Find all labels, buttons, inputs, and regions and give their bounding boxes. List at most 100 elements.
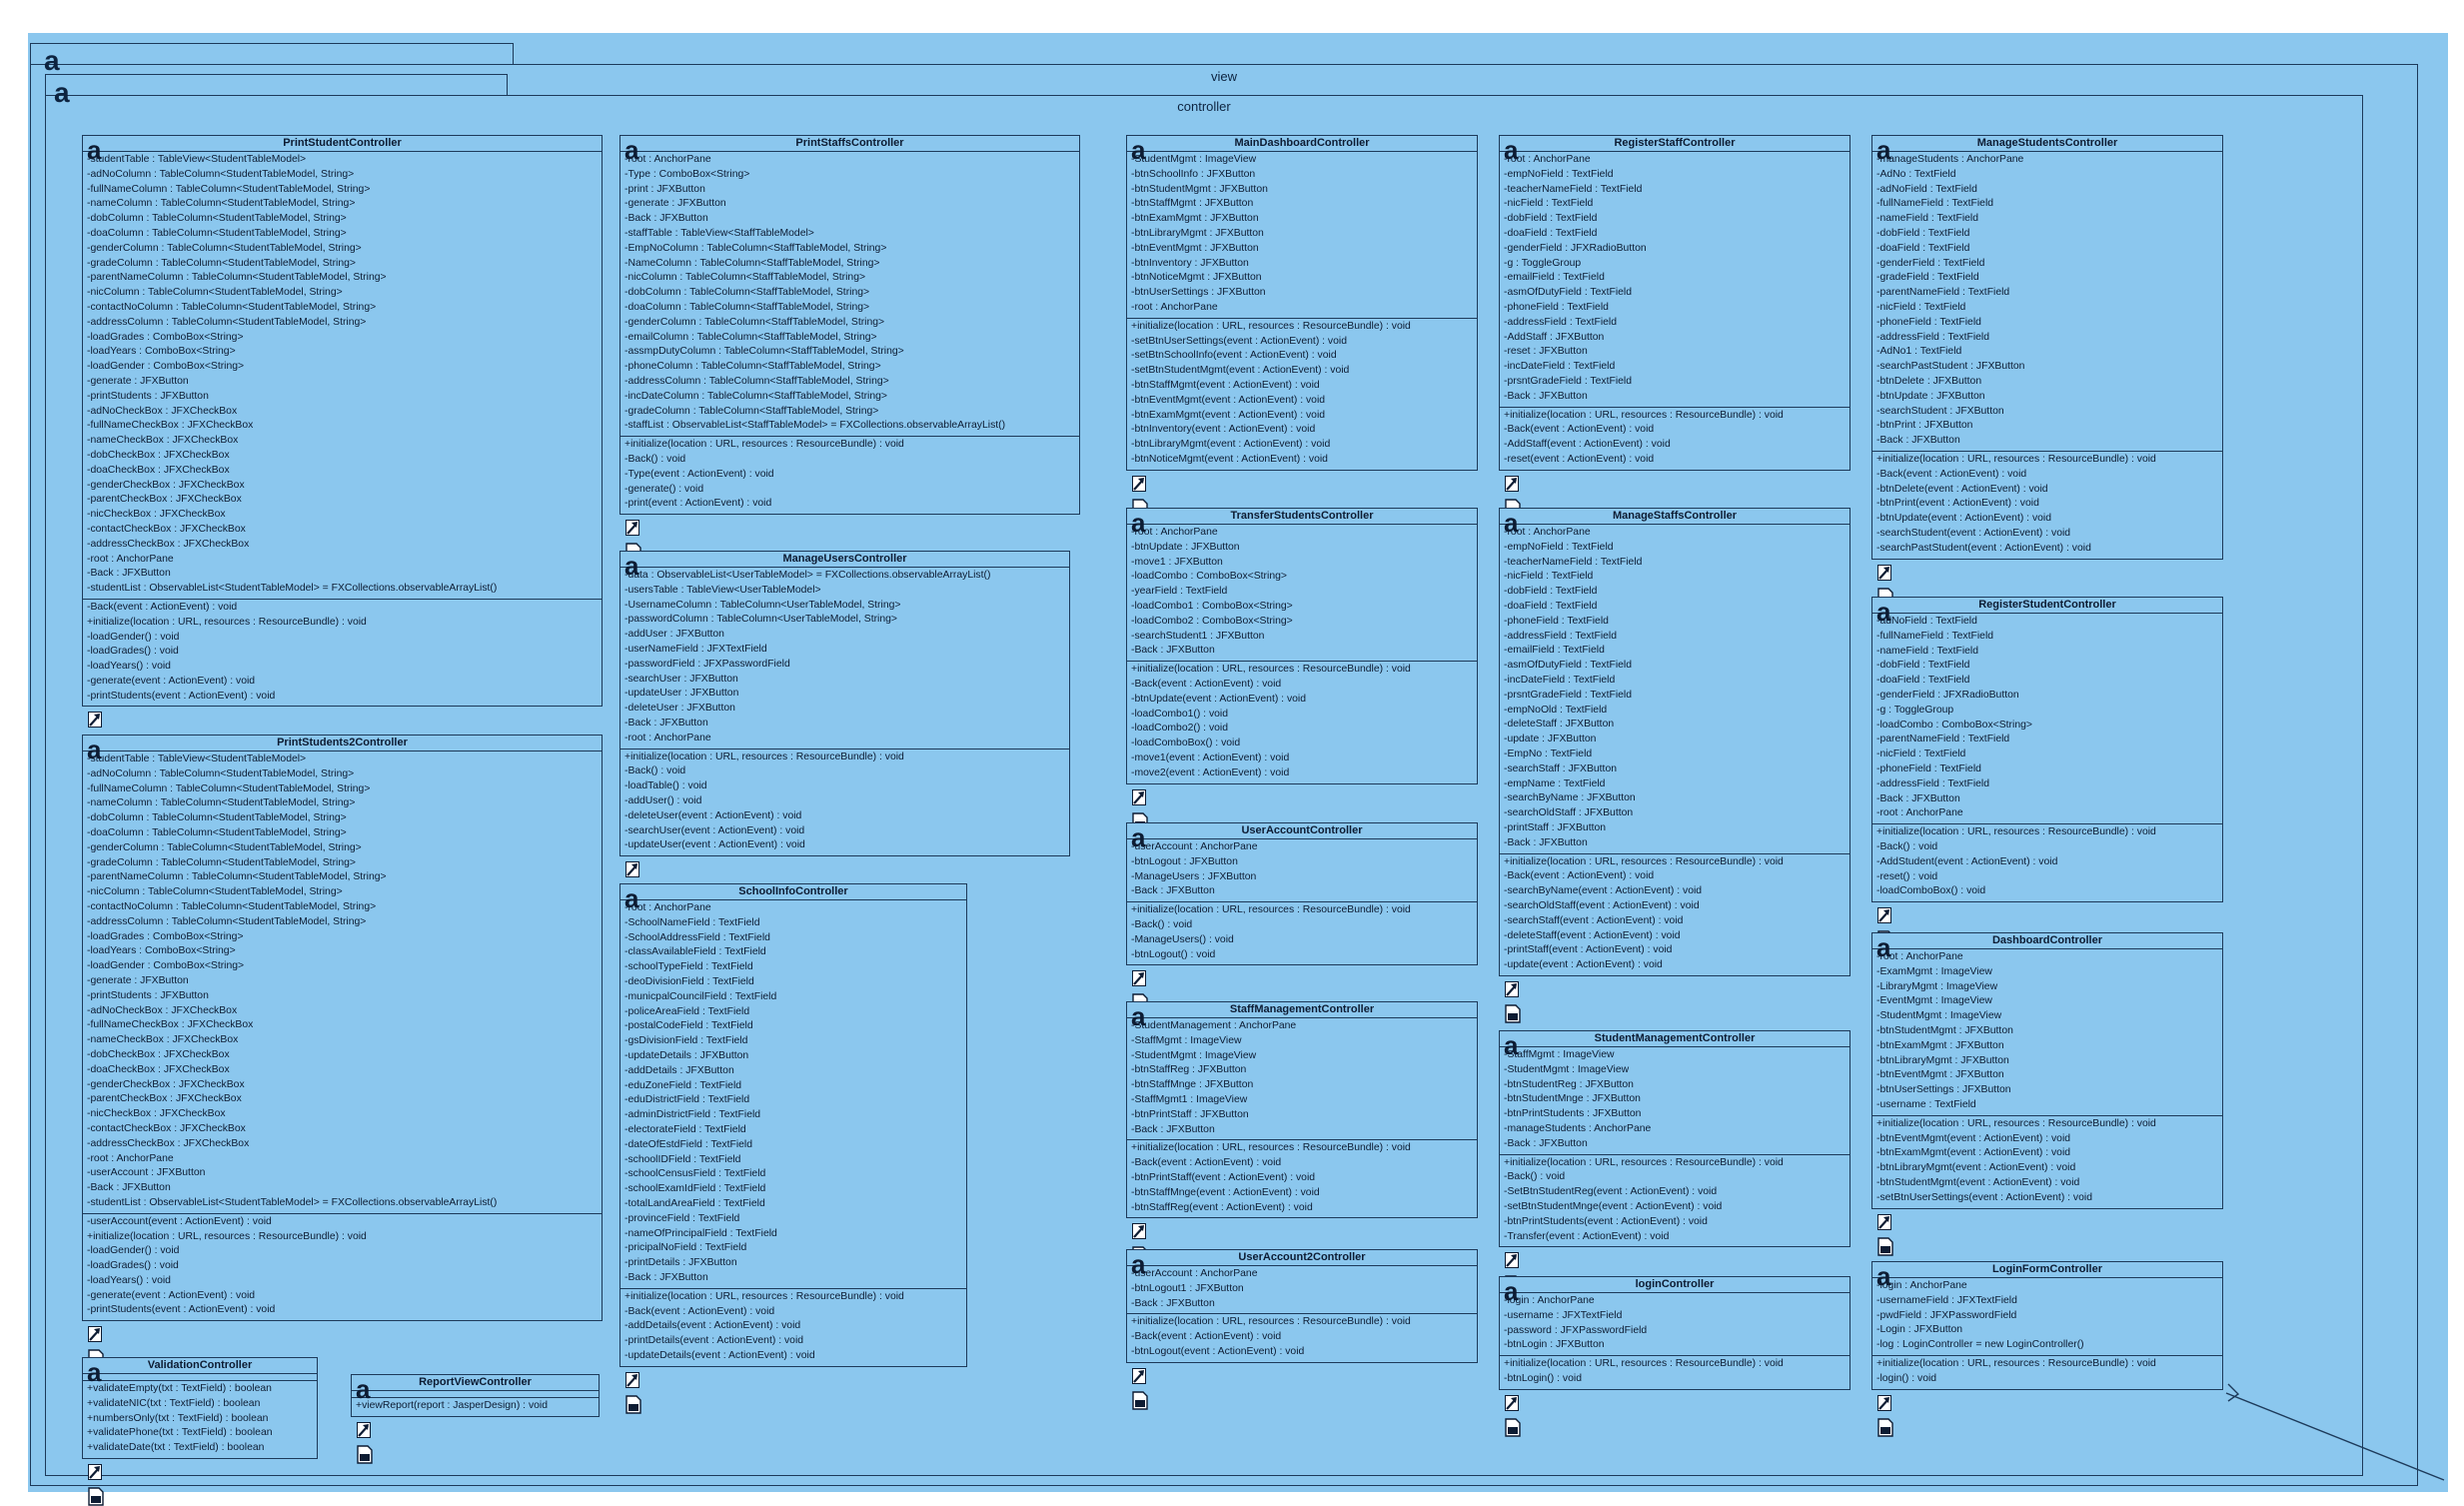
attribute: -contactCheckBox : JFXCheckBox (87, 523, 246, 535)
attribute: -btnLibraryMgmt : JFXButton (1131, 227, 1264, 239)
attribute: -electorateField : TextField (624, 1123, 746, 1135)
attribute: -updateUser : JFXButton (624, 688, 739, 700)
attribute: -btnLogout1 : JFXButton (1131, 1282, 1244, 1294)
class-name: ReportViewController (352, 1375, 599, 1391)
attribute: -searchStudent1 : JFXButton (1131, 630, 1265, 642)
attribute: -nicField : TextField (1876, 301, 1966, 313)
operation: -setBtnStudentMnge(event : ActionEvent) … (1504, 1200, 1723, 1212)
class-icon: a (1131, 135, 1146, 165)
controller-package-name: controller (1177, 99, 1231, 114)
operation: -searchOldStaff(event : ActionEvent) : v… (1504, 899, 1700, 911)
attribute: -emailField : TextField (1504, 645, 1605, 657)
attribute: -phoneField : TextField (1504, 301, 1609, 313)
class-icon: a (1876, 597, 1891, 627)
attribute: -staffList : ObservableList<StaffTableMo… (624, 420, 1006, 432)
association-arrow-icon (88, 1326, 102, 1343)
operation: -btnExamMgmt(event : ActionEvent) : void (1876, 1147, 2071, 1159)
attribute: -generate : JFXButton (624, 198, 726, 210)
attribute: -userAccount : JFXButton (87, 1167, 206, 1179)
attribute: -doaField : TextField (1876, 242, 1970, 254)
operation: -loadGender() : void (87, 1245, 180, 1257)
operation: +initialize(location : URL, resources : … (1876, 1357, 2156, 1369)
operation: -btnStaffReg(event : ActionEvent) : void (1131, 1201, 1313, 1213)
operations-compartment: +initialize(location : URL, resources : … (1500, 406, 1849, 470)
attribute: -username : JFXTextField (1504, 1309, 1623, 1321)
attribute: -loadCombo2 : ComboBox<String> (1131, 615, 1293, 627)
association-arrow-icon (1505, 1394, 1519, 1411)
attribute: -adNoField : TextField (1876, 616, 1977, 627)
attribute: -asmOfDutyField : TextField (1504, 660, 1632, 672)
operations-compartment: +initialize(location : URL, resources : … (1500, 1153, 1849, 1247)
operations-compartment: +initialize(location : URL, resources : … (1127, 1313, 1477, 1361)
attribute: -g : ToggleGroup (1504, 257, 1582, 269)
attribute: -nicColumn : TableColumn<StaffTableModel… (624, 272, 866, 284)
operation: -login() : void (1876, 1372, 1937, 1384)
java-file-icon (88, 1487, 104, 1506)
association-arrow-icon (1132, 475, 1146, 492)
operations-compartment: -userAccount(event : ActionEvent) : void… (83, 1212, 602, 1321)
attribute: -printStudents : JFXButton (87, 989, 209, 1001)
attribute: -AddStaff : JFXButton (1504, 331, 1605, 343)
operation: -Back(event : ActionEvent) : void (1504, 424, 1655, 436)
attribute: -phoneField : TextField (1876, 762, 1981, 774)
attributes-compartment: -login : AnchorPane-username : JFXTextFi… (1500, 1293, 1849, 1355)
operation: +validatePhone(txt : TextField) : boolea… (87, 1427, 273, 1439)
attribute: -root : AnchorPane (87, 1152, 174, 1164)
operations-compartment: +initialize(location : URL, resources : … (1127, 1139, 1477, 1217)
attribute: -nicCheckBox : JFXCheckBox (87, 1108, 226, 1120)
attribute: -Back : JFXButton (624, 213, 708, 225)
attribute: -btnUpdate : JFXButton (1131, 541, 1240, 553)
attribute: -addDetails : JFXButton (624, 1064, 734, 1076)
attribute: -generate : JFXButton (87, 974, 189, 986)
operation: +initialize(location : URL, resources : … (1131, 904, 1411, 916)
attribute: -Back : JFXButton (624, 717, 708, 729)
attribute: -dobField : TextField (1876, 227, 1970, 239)
attribute: -root : AnchorPane (1876, 951, 1963, 962)
attribute: -btnSchoolInfo : JFXButton (1131, 168, 1256, 180)
attribute: -genderCheckBox : JFXCheckBox (87, 1078, 245, 1090)
operation: -Back(event : ActionEvent) : void (624, 1305, 775, 1317)
attribute: -adminDistrictField : TextField (624, 1109, 761, 1121)
operation: +initialize(location : URL, resources : … (1504, 1156, 1784, 1168)
view-package: view (30, 64, 2418, 1486)
attribute: -nameCheckBox : JFXCheckBox (87, 435, 239, 447)
attribute: -dobField : TextField (1504, 586, 1598, 598)
class-icon: a (1504, 135, 1519, 165)
attribute: -genderCheckBox : JFXCheckBox (87, 479, 245, 491)
association-arrow-icon (1132, 1367, 1146, 1384)
operation: +validateEmpty(txt : TextField) : boolea… (87, 1383, 272, 1394)
class-icon: a (1131, 822, 1146, 852)
attribute: -addressField : TextField (1876, 777, 1989, 789)
attribute: -root : AnchorPane (1504, 154, 1591, 165)
operations-compartment: +initialize(location : URL, resources : … (1872, 1114, 2222, 1208)
attribute: -StudentManagement : AnchorPane (1131, 1020, 1297, 1031)
attribute: -genderField : JFXRadioButton (1504, 242, 1647, 254)
operation: +initialize(location : URL, resources : … (1504, 1358, 1784, 1370)
attribute: -print : JFXButton (624, 183, 705, 195)
operation: -move1(event : ActionEvent) : void (1131, 752, 1290, 763)
operation: +initialize(location : URL, resources : … (87, 616, 367, 628)
attributes-compartment: -root : AnchorPane-btnUpdate : JFXButton… (1127, 525, 1477, 661)
operation: -printStaff(event : ActionEvent) : void (1504, 944, 1673, 956)
association-arrow-icon (1877, 1213, 1891, 1230)
